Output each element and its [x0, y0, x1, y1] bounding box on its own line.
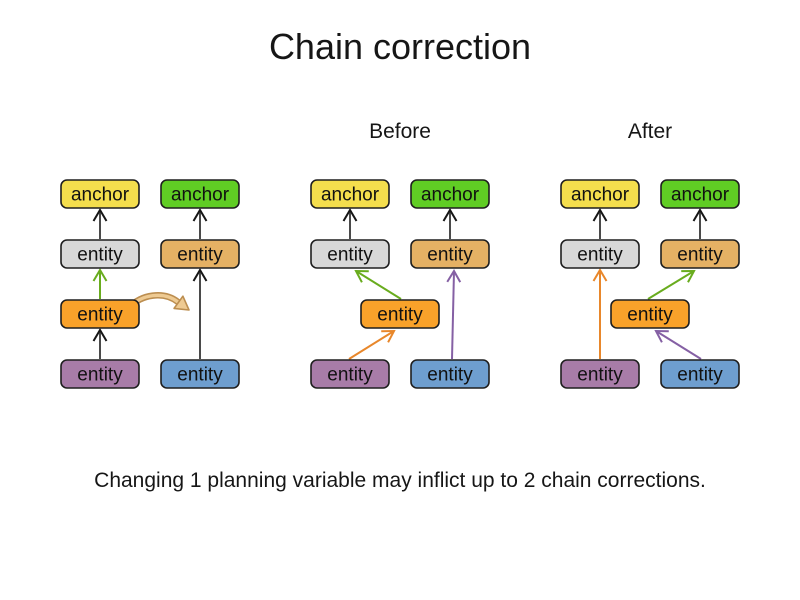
- section-label-before: Before: [369, 120, 431, 143]
- node-label: anchor: [421, 185, 480, 206]
- node-label: entity: [327, 365, 373, 386]
- node-anchor-green: [660, 179, 740, 209]
- node-entity-gray: [310, 239, 390, 269]
- node-label: entity: [177, 245, 223, 266]
- move-arrow-head: [173, 295, 190, 311]
- chain-arrow-green: [647, 269, 696, 300]
- node-entity-purple: [60, 359, 140, 389]
- node-entity-orange: [60, 299, 140, 329]
- node-label: entity: [77, 305, 123, 326]
- node-entity-tan: [660, 239, 740, 269]
- node-entity-tan: [160, 239, 240, 269]
- node-label: entity: [77, 365, 123, 386]
- chain-arrow-orange: [348, 329, 396, 360]
- node-anchor-yellow: [60, 179, 140, 209]
- node-entity-blue: [410, 359, 490, 389]
- node-entity-purple: [560, 359, 640, 389]
- node-entity-orange: [360, 299, 440, 329]
- node-label: anchor: [321, 185, 380, 206]
- page-title: Chain correction: [268, 26, 532, 67]
- node-label: anchor: [571, 185, 630, 206]
- node-label: entity: [427, 245, 473, 266]
- node-anchor-green: [410, 179, 490, 209]
- node-label: entity: [377, 305, 423, 326]
- node-label: anchor: [671, 185, 730, 206]
- node-label: entity: [327, 245, 373, 266]
- chain-arrow-green: [354, 269, 402, 300]
- node-anchor-green: [160, 179, 240, 209]
- node-entity-purple: [310, 359, 390, 389]
- node-label: anchor: [171, 185, 230, 206]
- node-entity-gray: [560, 239, 640, 269]
- node-label: entity: [577, 365, 623, 386]
- node-label: entity: [577, 245, 623, 266]
- node-entity-blue: [660, 359, 740, 389]
- node-anchor-yellow: [560, 179, 640, 209]
- node-entity-orange: [610, 299, 690, 329]
- caption: Changing 1 planning variable may inflict…: [94, 469, 706, 492]
- node-label: anchor: [71, 185, 130, 206]
- node-entity-blue: [160, 359, 240, 389]
- node-label: entity: [627, 305, 673, 326]
- node-label: entity: [77, 245, 123, 266]
- chain-arrow-purple: [446, 269, 462, 360]
- node-label: entity: [677, 365, 723, 386]
- node-label: entity: [427, 365, 473, 386]
- chain-arrow-purple: [654, 329, 702, 360]
- node-label: entity: [177, 365, 223, 386]
- node-entity-gray: [60, 239, 140, 269]
- node-label: entity: [677, 245, 723, 266]
- node-anchor-yellow: [310, 179, 390, 209]
- section-label-after: After: [627, 120, 673, 143]
- node-entity-tan: [410, 239, 490, 269]
